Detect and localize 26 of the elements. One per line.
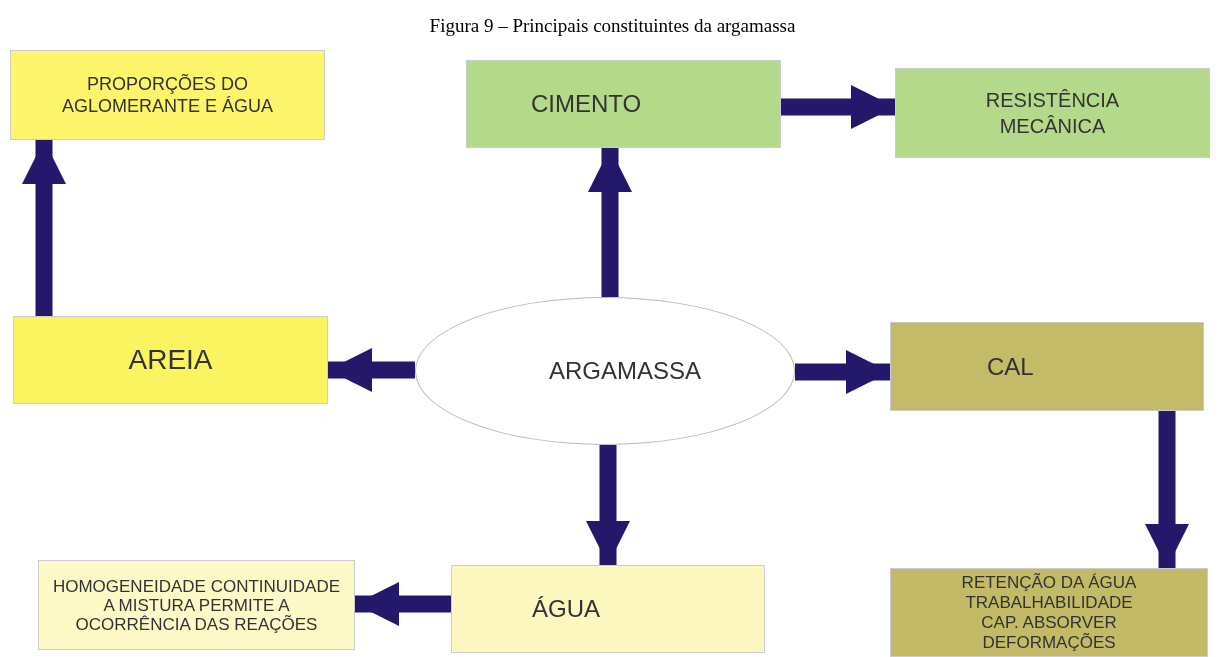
node-text: HOMOGENEIDADE CONTINUIDADE A MISTURA PERMITE A OCORRÊNCIA DAS REAÇÕES <box>51 576 342 634</box>
block-arrow <box>585 445 631 565</box>
node-text: ARGAMASSA <box>548 356 701 386</box>
process-box <box>38 560 355 650</box>
block-arrow <box>21 140 67 316</box>
block-arrow <box>795 349 890 395</box>
process-box <box>895 68 1210 158</box>
node-text: AREIA <box>128 343 213 377</box>
block-arrow <box>328 347 415 393</box>
block-arrow <box>355 581 451 627</box>
node-text: RETENÇÃO DA ÁGUA TRABALHABILIDADE CAP. ABSORVER DEFORMAÇÕES <box>960 572 1138 653</box>
block-arrow <box>1144 411 1190 568</box>
node-text: CAL <box>987 351 1034 382</box>
node-text: CIMENTO <box>531 89 642 119</box>
node-text: RESISTÊNCIA MECÂNICA <box>984 88 1121 139</box>
process-box <box>451 565 765 653</box>
process-box <box>466 60 781 148</box>
process-box <box>890 322 1204 411</box>
figure-title: Figura 9 – Principais constituintes da argamassa <box>429 14 796 38</box>
node-text: PROPORÇÕES DO AGLOMERANTE E ÁGUA <box>60 73 274 117</box>
process-box <box>13 316 328 404</box>
process-box <box>890 568 1208 657</box>
node-text: ÁGUA <box>532 594 600 624</box>
process-box <box>10 50 325 140</box>
block-arrow <box>587 148 633 298</box>
block-arrow <box>781 84 895 130</box>
